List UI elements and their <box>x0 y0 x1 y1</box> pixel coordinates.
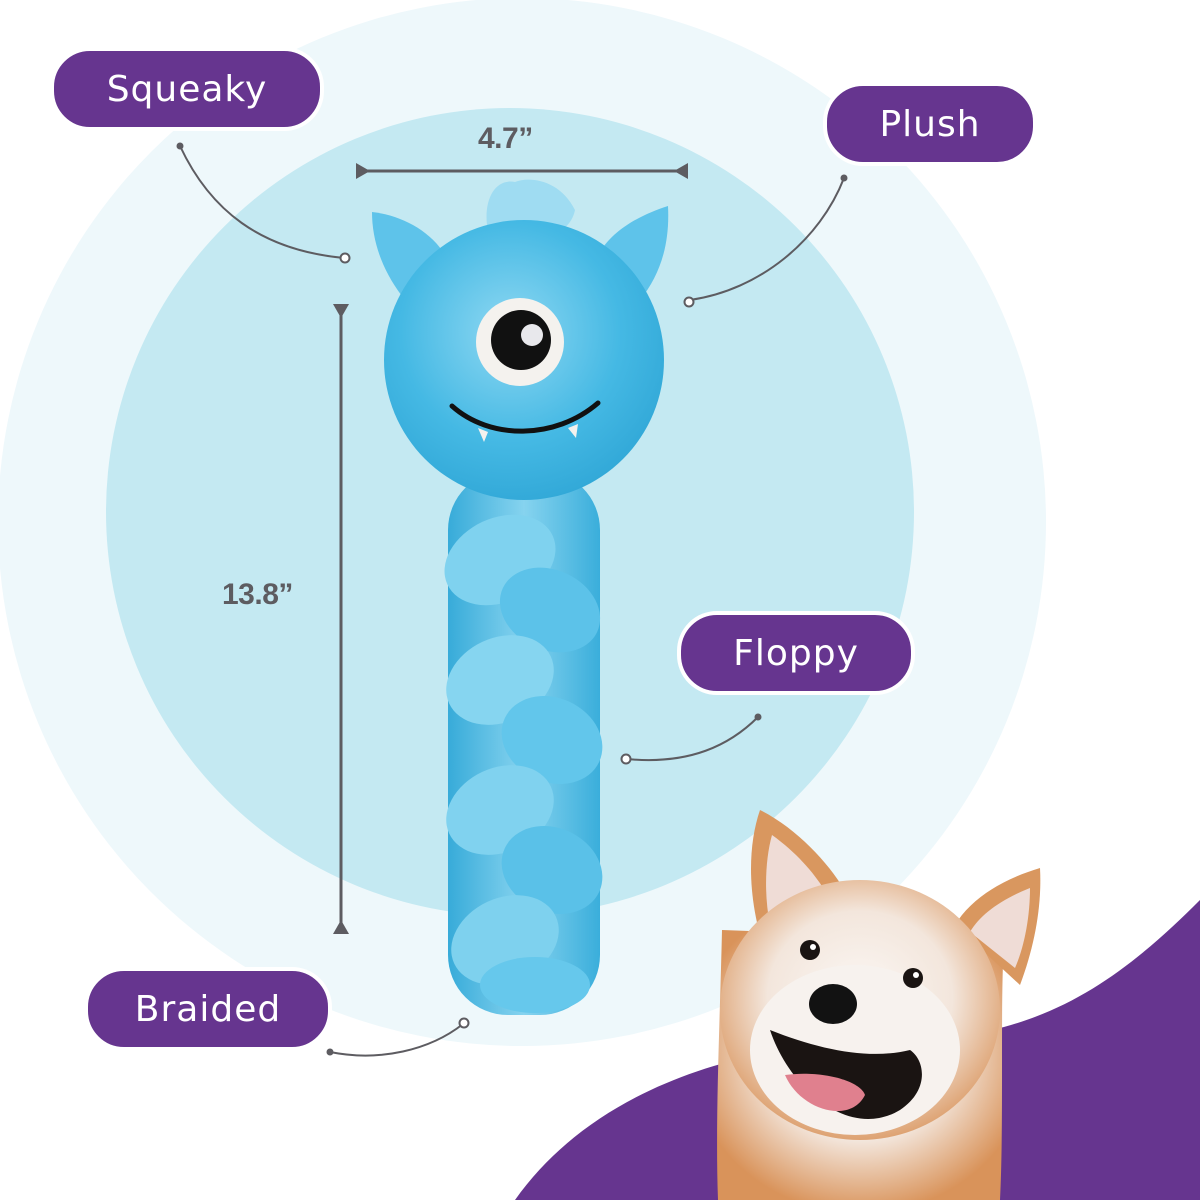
callout-dots <box>176 142 848 1056</box>
height-dimension-line <box>333 304 349 934</box>
feature-badge-braided: Braided <box>84 967 332 1051</box>
feature-badge-plush: Plush <box>823 82 1037 166</box>
callout-rings <box>339 252 695 1029</box>
toy-monster-head <box>372 179 669 500</box>
feature-badge-floppy: Floppy <box>677 611 915 695</box>
feature-badge-squeaky: Squeaky <box>50 47 324 131</box>
toy-braid-body <box>444 470 603 1015</box>
dog-shiba-inu <box>717 810 1041 1200</box>
width-dimension-label: 4.7” <box>478 122 533 155</box>
width-dimension-line <box>356 163 688 179</box>
height-dimension-label: 13.8” <box>222 578 293 611</box>
callout-connectors <box>179 145 845 1057</box>
